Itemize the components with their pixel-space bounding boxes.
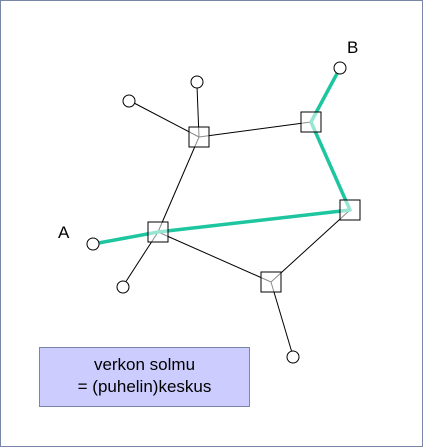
terminals: [86, 61, 347, 364]
legend-box: verkon solmu = (puhelin)keskus: [39, 347, 250, 407]
link-left-node-to-bottom-node: [157, 231, 272, 283]
legend-line-1: verkon solmu: [93, 355, 196, 374]
switch-node-right: [339, 199, 361, 221]
route-a-to-b: [91, 66, 352, 246]
terminal-upper-left: [122, 94, 136, 108]
switch-nodes: [147, 111, 361, 293]
switch-node-bottom: [260, 271, 282, 293]
legend-line-2: = (puhelin)keskus: [77, 377, 212, 396]
link-top-node-to-left-node: [157, 136, 200, 233]
endpoint-a-label: A: [58, 223, 70, 242]
terminal-top: [190, 75, 204, 89]
terminal-lower-left: [116, 280, 130, 294]
line-terminal-upper-left: [133, 102, 200, 138]
link-bottom-node-to-right-node: [270, 209, 351, 283]
link-top-node-to-top-right-node: [198, 121, 312, 138]
terminal-bottom: [286, 350, 300, 364]
switch-node-top: [188, 126, 210, 148]
terminal-b: [333, 61, 347, 75]
switch-node-top-right: [300, 111, 322, 133]
endpoint-b-label: B: [347, 38, 359, 57]
line-terminal-bottom: [270, 281, 294, 357]
switch-node-left: [147, 221, 169, 243]
terminal-a: [86, 237, 100, 251]
